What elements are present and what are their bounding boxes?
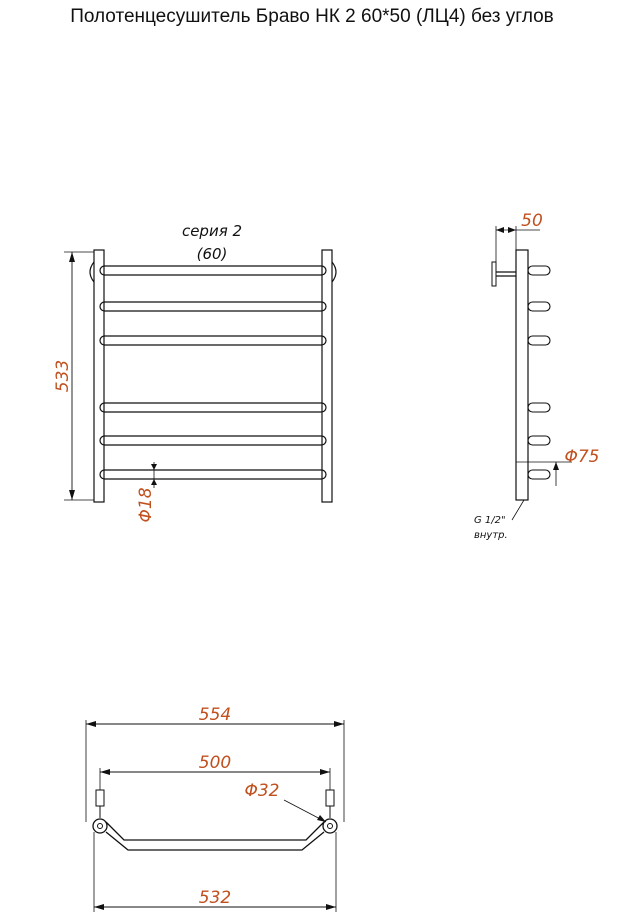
right-ring <box>322 818 338 834</box>
rung <box>99 335 327 346</box>
rung-stub <box>527 435 551 446</box>
rail-inner <box>105 821 325 841</box>
left-ring-inner <box>97 823 103 829</box>
center-distance-label: 500 <box>199 753 231 773</box>
front-view: серия 2 (60) 533 <box>53 222 337 523</box>
left-post <box>93 249 105 503</box>
thread-label: G 1/2" <box>474 515 506 526</box>
height-label: 533 <box>53 360 73 392</box>
thread-type-label: внутр. <box>474 530 508 541</box>
rung <box>99 402 327 413</box>
rung <box>99 265 327 276</box>
top-view: 554 500 Φ32 <box>85 705 345 912</box>
center-distance-dimension: 500 <box>99 753 331 790</box>
page-title: Полотенцесушитель Браво НК 2 60*50 (ЛЦ4)… <box>70 6 554 27</box>
rung-stub <box>527 265 551 276</box>
rail-outer <box>105 831 325 851</box>
depth-dimension: 50 <box>495 211 543 262</box>
pipe-diameter-label: Φ32 <box>244 781 279 801</box>
rung-stub <box>527 335 551 346</box>
depth-label: 50 <box>521 211 543 231</box>
series-label: серия 2 <box>182 222 242 240</box>
flange-diameter-label: Φ75 <box>564 447 599 467</box>
flange-diameter-dimension: Φ75 <box>516 447 600 486</box>
side-view: 50 Φ75 G 1/2" внутр. <box>474 211 600 541</box>
thread-leader <box>511 499 525 521</box>
bottom-width-dimension: 532 <box>93 832 337 912</box>
overall-width-dimension: 554 <box>85 705 345 822</box>
tube-diameter-label: Φ18 <box>136 487 156 522</box>
rung-stub <box>527 469 551 480</box>
rung <box>99 301 327 312</box>
right-ring-inner <box>327 823 333 829</box>
rung-stubs <box>527 265 551 480</box>
left-pin <box>95 789 105 807</box>
rung-stub <box>527 402 551 413</box>
tube-diameter-dimension: Φ18 <box>136 462 158 523</box>
right-mount <box>331 261 337 283</box>
series-sub-label: (60) <box>197 245 228 263</box>
overall-width-label: 554 <box>199 705 231 725</box>
left-mount <box>89 261 95 283</box>
side-post <box>515 249 529 501</box>
wall-bracket <box>491 261 497 287</box>
rungs <box>99 265 327 480</box>
left-ring <box>92 818 108 834</box>
height-dimension: 533 <box>53 251 94 501</box>
right-pin <box>325 789 335 807</box>
right-post <box>321 249 333 503</box>
rung <box>99 469 327 480</box>
bottom-width-label: 532 <box>199 888 231 908</box>
rung <box>99 435 327 446</box>
rung-stub <box>527 301 551 312</box>
